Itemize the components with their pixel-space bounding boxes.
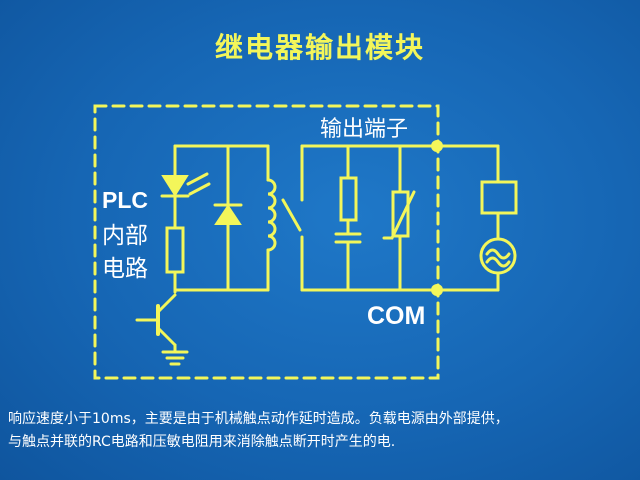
circuit-label: 电路 [102, 256, 148, 282]
description-text: 响应速度小于10ms，主要是由于机械触点动作延时造成。负载电源由外部提供， 与触… [8, 408, 634, 454]
resistor-rc [339, 176, 358, 222]
led-symbol [161, 175, 189, 197]
relay-contact [281, 198, 302, 232]
sine-icon [485, 248, 511, 260]
output-terminal-label: 输出端子 [320, 117, 408, 142]
module-boundary [93, 104, 440, 380]
com-label: COM [367, 302, 425, 330]
internal-label: 内部 [102, 223, 148, 249]
com-terminal-dot [431, 284, 443, 296]
page-title: 继电器输出模块 [214, 31, 425, 64]
description-line-1: 响应速度小于10ms，主要是由于机械触点动作延时造成。负载电源由外部提供， [8, 411, 509, 427]
diode-symbol [214, 204, 242, 225]
resistor-led [165, 226, 185, 274]
plc-label: PLC [102, 187, 148, 213]
load-box [480, 180, 518, 215]
relay-coil [266, 178, 277, 252]
description-line-2: 与触点并联的RC电路和压敏电阻用来消除触点断开时产生的电. [8, 434, 396, 450]
output-terminal-dot [431, 140, 443, 152]
